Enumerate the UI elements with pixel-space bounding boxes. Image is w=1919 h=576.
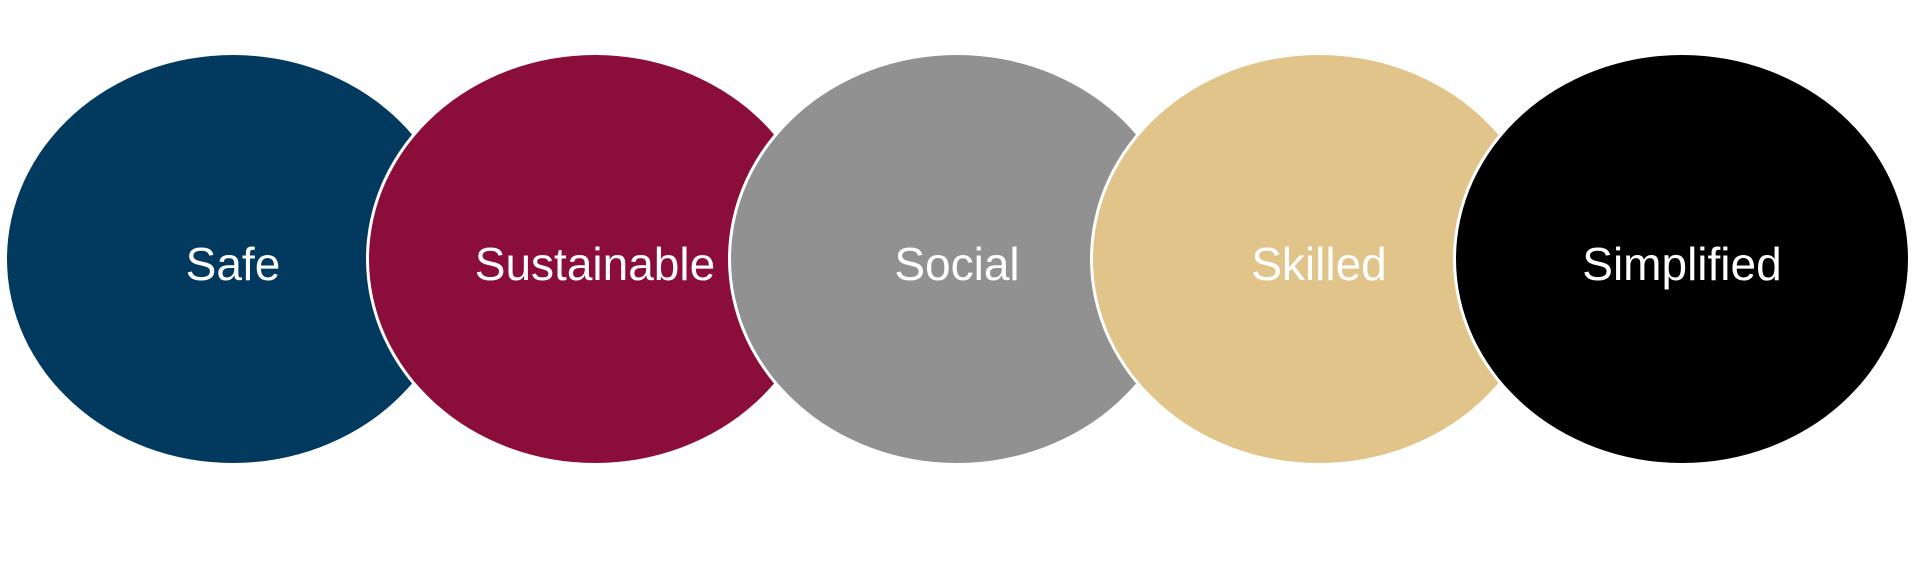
circle-simplified: Simplified — [1456, 55, 1908, 463]
label-simplified: Simplified — [1582, 238, 1782, 290]
label-social: Social — [894, 238, 1020, 290]
label-safe: Safe — [185, 238, 281, 290]
label-sustainable: Sustainable — [474, 238, 716, 290]
label-skilled: Skilled — [1251, 238, 1387, 290]
